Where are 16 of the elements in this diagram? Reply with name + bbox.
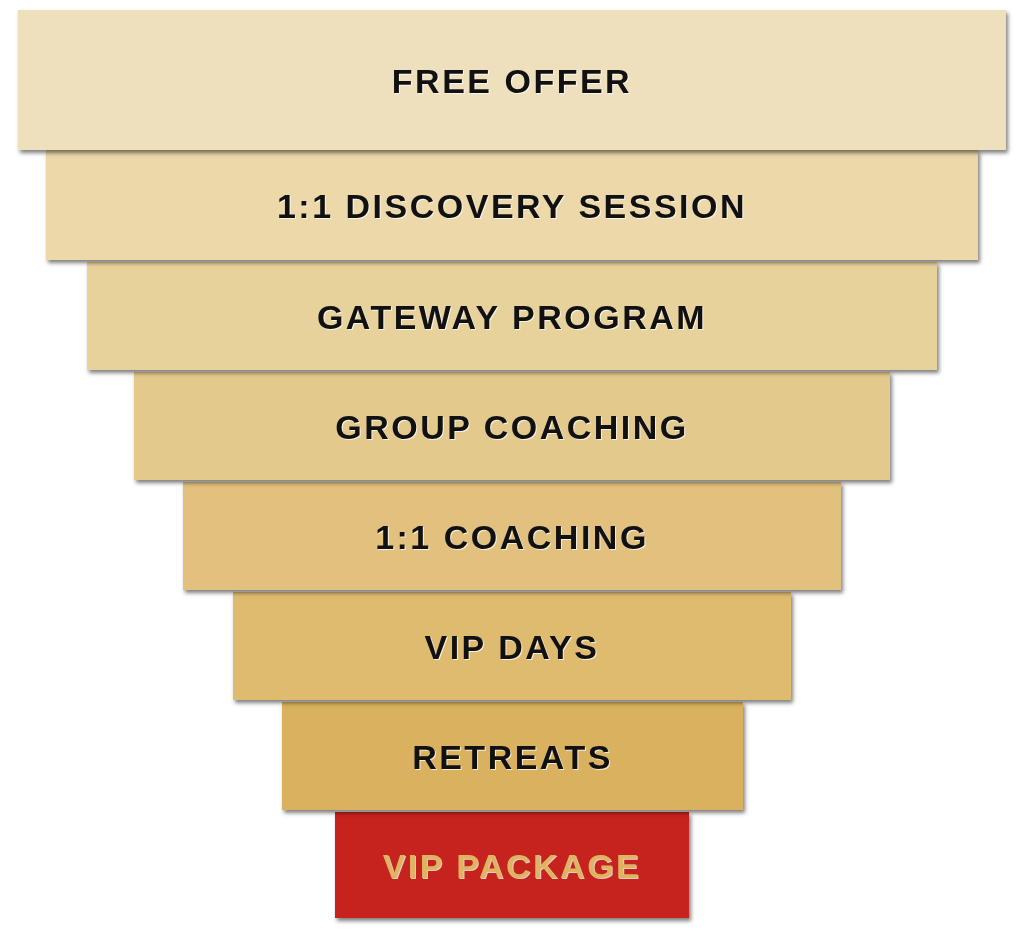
tier-label: 1:1 DISCOVERY SESSION bbox=[276, 185, 748, 226]
tier-label: GROUP COACHING bbox=[335, 406, 689, 447]
funnel-tier bbox=[335, 812, 689, 918]
funnel-tier bbox=[18, 10, 1006, 150]
tier-label: VIP PACKAGE bbox=[382, 845, 642, 886]
tier-label: FREE OFFER bbox=[391, 60, 633, 101]
funnel-tier bbox=[233, 592, 791, 700]
funnel-tier bbox=[282, 702, 743, 810]
funnel-tier bbox=[46, 150, 978, 260]
funnel-tier bbox=[134, 372, 890, 480]
funnel-tier bbox=[183, 482, 841, 590]
funnel-tier bbox=[87, 262, 937, 370]
tier-label: RETREATS bbox=[412, 736, 613, 777]
tier-label: 1:1 COACHING bbox=[375, 516, 649, 557]
tier-label: GATEWAY PROGRAM bbox=[316, 296, 708, 337]
tier-label: VIP DAYS bbox=[424, 626, 600, 667]
